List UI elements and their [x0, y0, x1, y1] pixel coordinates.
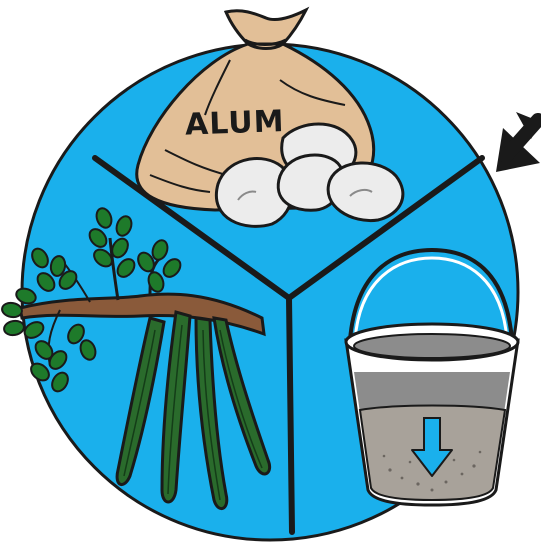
alum-label: ALUM — [184, 104, 285, 142]
pointer-arrow-icon — [496, 112, 541, 172]
